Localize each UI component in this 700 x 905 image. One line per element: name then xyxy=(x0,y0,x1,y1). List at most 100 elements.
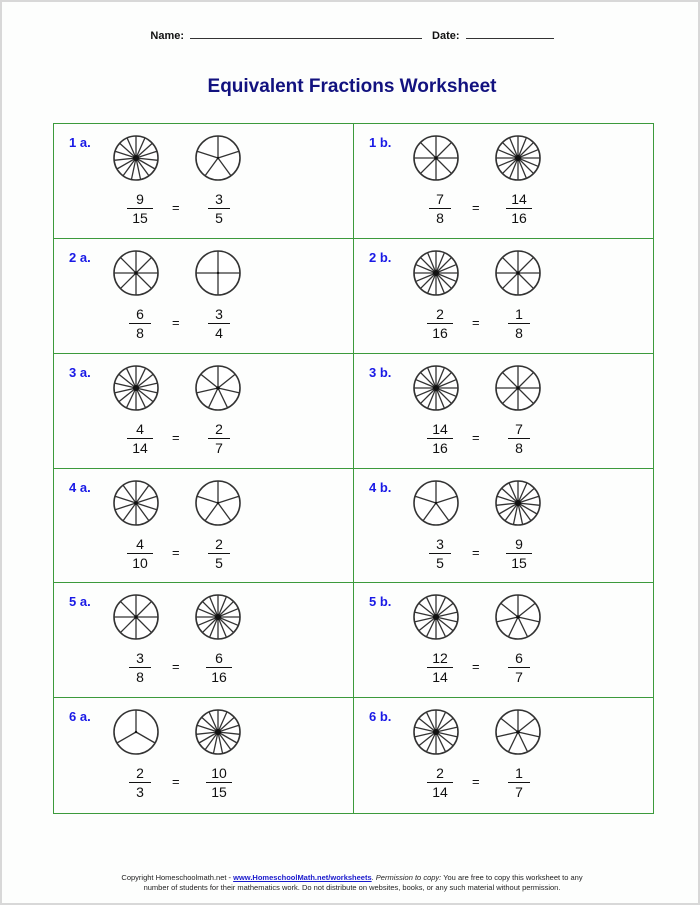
problem-cell: 4 b. 3 5 = 9 15 xyxy=(354,469,654,584)
numerator: 10 xyxy=(211,765,227,782)
fraction-circle-icon xyxy=(194,249,242,297)
equals-sign: = xyxy=(472,544,480,560)
right-fraction: 1 8 xyxy=(499,306,539,341)
fraction-bar xyxy=(129,667,151,669)
equals-sign: = xyxy=(472,659,480,675)
denominator: 7 xyxy=(515,669,523,686)
permission-text: You are free to copy this worksheet to a… xyxy=(441,873,583,882)
denominator: 15 xyxy=(132,210,148,226)
denominator: 8 xyxy=(515,324,523,341)
numerator: 3 xyxy=(436,535,444,552)
fraction-bar xyxy=(508,782,530,784)
right-fraction: 3 4 xyxy=(199,306,239,341)
denominator: 3 xyxy=(136,784,144,801)
denominator: 15 xyxy=(511,554,527,571)
fraction-bar xyxy=(208,208,230,209)
fraction-bar xyxy=(506,208,532,209)
fraction-circle-icon xyxy=(112,593,160,641)
left-fraction: 7 8 xyxy=(420,191,460,226)
equals-sign: = xyxy=(172,429,180,445)
left-fraction: 3 5 xyxy=(420,536,460,571)
date-field[interactable] xyxy=(465,28,554,39)
problem-grid: 1 a. 9 15 = 3 5 1 b. 7 8 = 14 16 2 a. xyxy=(53,123,654,814)
denominator: 14 xyxy=(132,439,148,456)
left-fraction: 12 14 xyxy=(420,650,460,685)
denominator: 5 xyxy=(215,210,223,226)
fraction-bar xyxy=(129,322,151,324)
equals-sign: = xyxy=(172,314,180,330)
fraction-circle-icon xyxy=(112,249,160,297)
right-fraction: 1 7 xyxy=(499,765,539,800)
fraction-bar xyxy=(129,782,151,784)
right-fraction: 3 5 xyxy=(199,191,239,226)
fraction-bar xyxy=(508,322,530,324)
numerator: 2 xyxy=(436,305,444,322)
numerator: 7 xyxy=(436,191,444,207)
problem-cell: 5 b. 12 14 = 6 7 xyxy=(354,583,654,699)
date-label: Date: xyxy=(432,30,460,42)
denominator: 5 xyxy=(215,554,223,571)
equals-sign: = xyxy=(472,429,480,445)
fraction-circle-icon xyxy=(112,708,160,756)
fraction-circle-icon xyxy=(194,708,242,756)
fraction-circle-icon xyxy=(494,593,542,641)
numerator: 2 xyxy=(136,765,144,782)
left-fraction: 4 14 xyxy=(120,421,160,456)
equals-sign: = xyxy=(472,314,480,330)
worksheets-link[interactable]: www.HomeschoolMath.net/worksheets xyxy=(233,873,372,882)
problem-label: 1 a. xyxy=(69,135,91,150)
fraction-bar xyxy=(208,437,230,439)
denominator: 14 xyxy=(432,669,448,686)
fraction-bar xyxy=(427,322,453,324)
fraction-bar xyxy=(429,552,451,554)
fraction-bar xyxy=(427,667,453,669)
denominator: 7 xyxy=(215,439,223,456)
fraction-bar xyxy=(508,437,530,439)
right-fraction: 6 7 xyxy=(499,650,539,685)
numerator: 9 xyxy=(136,191,144,207)
denominator: 8 xyxy=(136,324,144,341)
equals-sign: = xyxy=(172,659,180,675)
fraction-bar xyxy=(206,667,232,669)
fraction-circle-icon xyxy=(412,249,460,297)
problem-label: 2 a. xyxy=(69,249,91,265)
problem-cell: 3 a. 4 14 = 2 7 xyxy=(54,353,354,469)
fraction-bar xyxy=(127,208,153,209)
numerator: 2 xyxy=(436,765,444,782)
copyright-text: Copyright Homeschoolmath.net - xyxy=(121,873,234,882)
problem-label: 4 b. xyxy=(369,479,392,495)
name-field[interactable] xyxy=(190,28,423,39)
right-fraction: 14 16 xyxy=(499,191,539,226)
numerator: 1 xyxy=(515,305,523,322)
numerator: 2 xyxy=(215,420,223,437)
numerator: 4 xyxy=(136,420,144,437)
problem-cell: 3 b. 14 16 = 7 8 xyxy=(354,354,654,469)
fraction-circle-icon xyxy=(494,479,542,527)
denominator: 16 xyxy=(432,439,448,456)
left-fraction: 2 3 xyxy=(120,765,160,800)
fraction-bar xyxy=(206,782,232,784)
numerator: 14 xyxy=(511,191,527,207)
name-label: Name: xyxy=(150,30,185,42)
denominator: 16 xyxy=(432,324,448,341)
fraction-circle-icon xyxy=(412,708,460,756)
fraction-circle-icon xyxy=(494,249,542,297)
right-fraction: 7 8 xyxy=(499,421,539,456)
numerator: 12 xyxy=(432,650,448,667)
left-fraction: 14 16 xyxy=(420,421,460,456)
fraction-circle-icon xyxy=(194,593,242,641)
problem-cell: 2 a. 6 8 = 3 4 xyxy=(54,238,354,354)
right-fraction: 6 16 xyxy=(199,650,239,685)
fraction-circle-icon xyxy=(112,479,160,527)
denominator: 4 xyxy=(215,324,223,341)
fraction-circle-icon xyxy=(194,364,242,412)
problem-label: 1 b. xyxy=(369,135,392,150)
problem-cell: 5 a. 3 8 = 6 16 xyxy=(54,583,354,699)
left-fraction: 2 14 xyxy=(420,765,460,800)
fraction-circle-icon xyxy=(412,364,460,412)
fraction-circle-icon xyxy=(412,479,460,527)
fraction-bar xyxy=(427,782,453,784)
equals-sign: = xyxy=(472,774,480,790)
fraction-circle-icon xyxy=(412,593,460,641)
equals-sign: = xyxy=(172,544,180,560)
